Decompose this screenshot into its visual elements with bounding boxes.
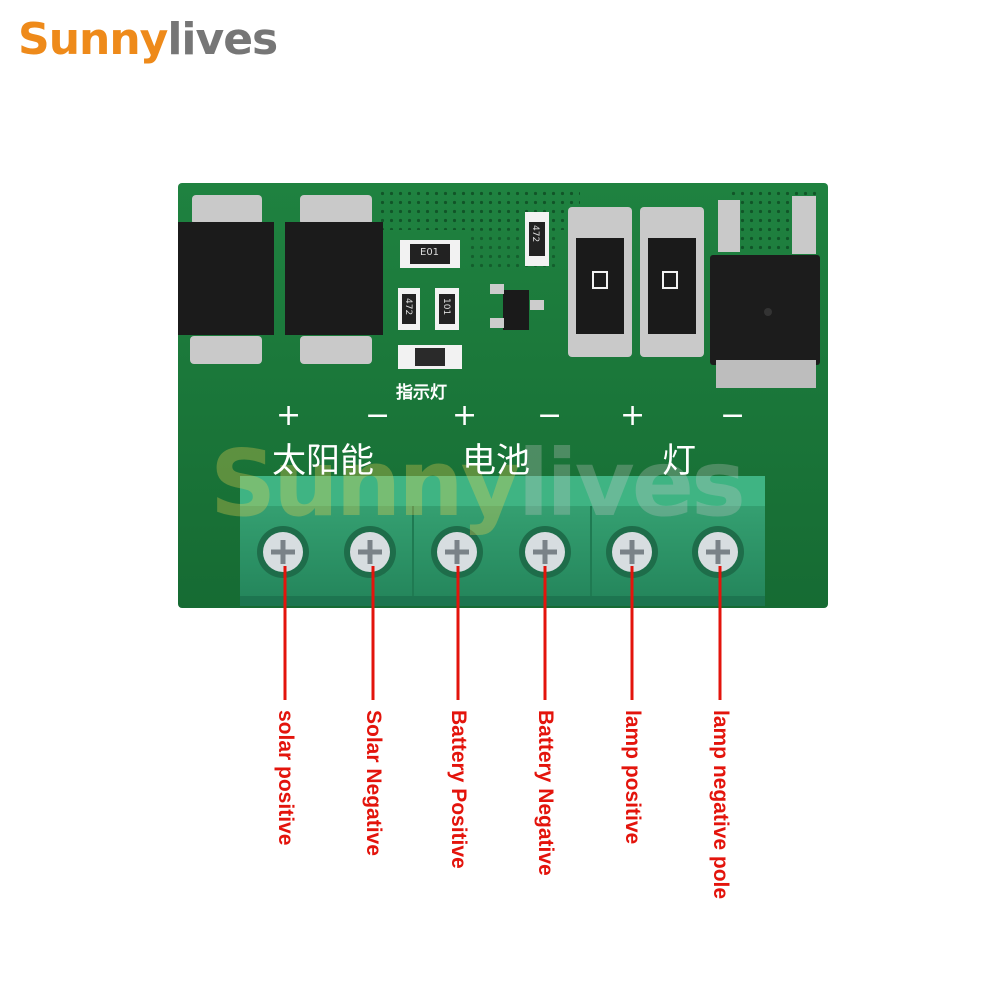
component-code: 472 — [530, 225, 540, 243]
polarity-mark: + — [620, 398, 646, 433]
terminal-label-battery-positive: Battery Positive — [447, 710, 470, 869]
watermark: Sunnylives — [210, 430, 746, 537]
polarity-mark: − — [720, 398, 746, 433]
component-code: E01 — [420, 247, 440, 258]
screw-2 — [344, 526, 396, 578]
brand-logo: Sunnylives — [18, 14, 278, 65]
polarity-mark: + — [452, 398, 478, 433]
diode-1 — [178, 195, 274, 364]
polarity-mark: − — [365, 398, 391, 433]
watermark-part-sunny: Sunny — [210, 430, 521, 537]
label-lamp-cn: 灯 — [662, 441, 696, 481]
component-code: 472 — [403, 298, 413, 316]
label-battery-cn: 电池 — [462, 441, 530, 481]
terminal-label-lamp-negative-pole: lamp negative pole — [709, 710, 732, 900]
screw-3 — [431, 526, 483, 578]
logo-part-sunny: Sunny — [18, 14, 168, 65]
diode-3 — [568, 207, 632, 357]
terminal-screws — [257, 526, 744, 578]
smd-resistors — [398, 212, 549, 369]
regulator — [710, 196, 820, 388]
watermark-part-lives: lives — [517, 430, 746, 537]
screw-4 — [519, 526, 571, 578]
polarity-mark: − — [537, 398, 563, 433]
component-code: 101 — [441, 298, 451, 316]
screw-1 — [257, 526, 309, 578]
screw-6 — [692, 526, 744, 578]
logo-part-lives: lives — [167, 14, 278, 65]
terminal-label-battery-negative: Battery Negative — [534, 710, 557, 876]
label-indicator-cn: 指示灯 — [396, 383, 447, 403]
pointer-lines — [283, 566, 722, 700]
terminal-label-lamp-positive: lamp positive — [621, 710, 644, 845]
label-solar-cn: 太阳能 — [272, 441, 374, 481]
transistor — [490, 284, 544, 330]
screw-5 — [606, 526, 658, 578]
terminal-label-solar-negative: Solar Negative — [362, 710, 385, 856]
polarity-mark: + — [276, 398, 302, 433]
terminal-label-solar-positive: solar positive — [274, 710, 297, 846]
diode-2 — [285, 195, 383, 364]
diode-4 — [640, 207, 704, 357]
terminal-block — [240, 476, 765, 606]
